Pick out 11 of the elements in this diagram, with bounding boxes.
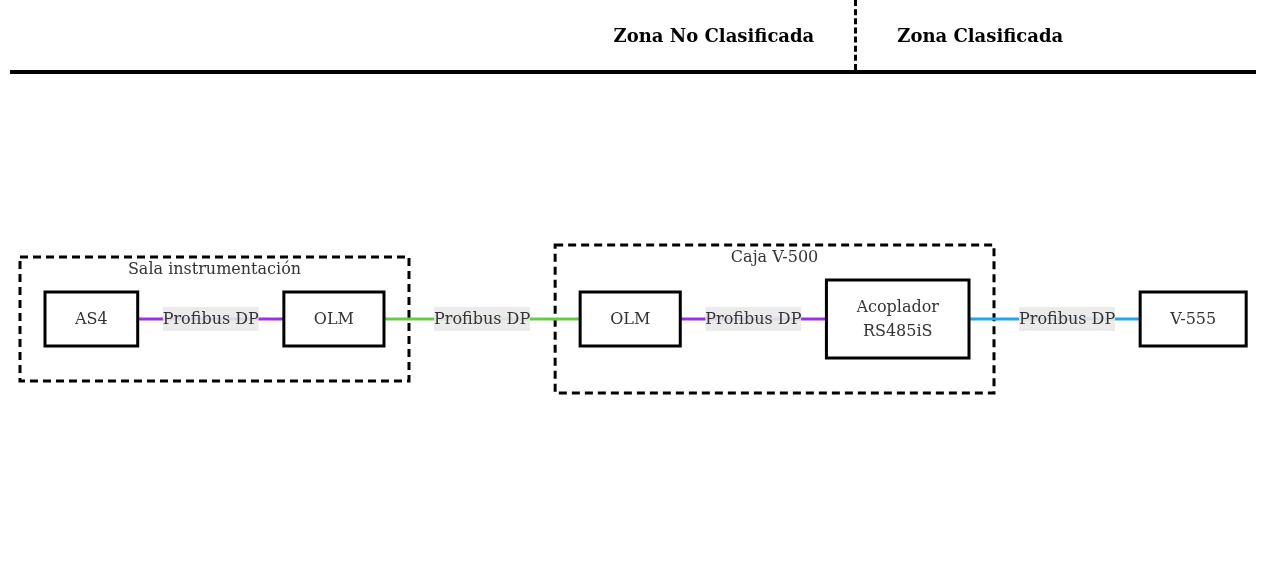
node-box: Acoplador RS485iS	[824, 278, 971, 360]
zone-label: Zona No Clasificada	[613, 24, 815, 46]
node-box: OLM	[282, 290, 386, 348]
edge-label: Profibus DP	[1018, 309, 1116, 328]
edge-label: Profibus DP	[162, 309, 259, 328]
node-box: OLM	[578, 290, 682, 348]
edge-label: Profibus DP	[433, 309, 531, 328]
zone-label: Zona Clasificada	[897, 24, 1064, 46]
node-box: V-555	[1138, 290, 1248, 348]
edge-label: Profibus DP	[705, 309, 802, 328]
node-box: AS4	[43, 290, 140, 348]
